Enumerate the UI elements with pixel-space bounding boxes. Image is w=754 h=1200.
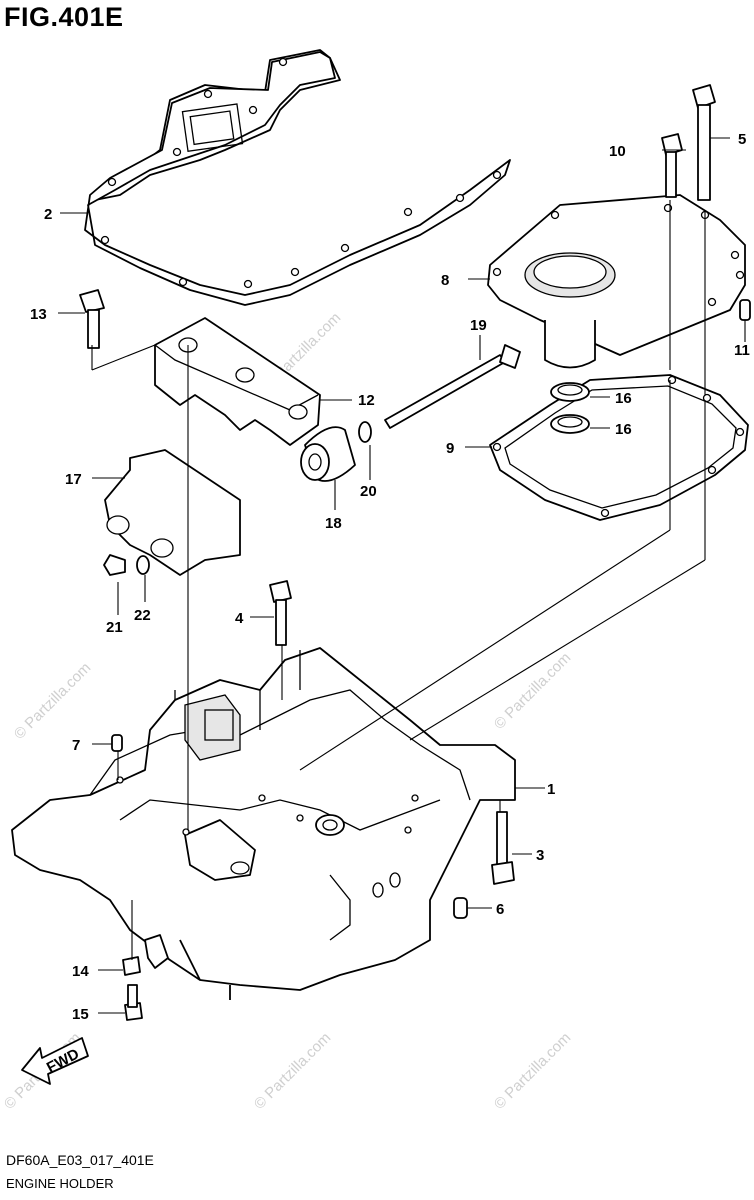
callout-7: 7 [72, 737, 80, 754]
callout-numbers: 1 2 3 4 5 6 7 8 9 10 11 12 13 14 15 16 1… [30, 131, 750, 1023]
callout-10: 10 [609, 143, 626, 160]
callout-9: 9 [446, 440, 454, 457]
lower-gasket [489, 374, 749, 521]
callout-3: 3 [536, 847, 544, 864]
diagram-code: DF60A_E03_017_401E [6, 1152, 154, 1168]
engine-holder-body [11, 647, 516, 1000]
callout-11: 11 [734, 342, 750, 359]
callout-13: 13 [30, 306, 47, 323]
callout-22: 22 [134, 607, 151, 624]
leader-lines [58, 137, 746, 1014]
watermark: © Partzilla.com [491, 1029, 574, 1112]
bolt-13 [79, 289, 105, 349]
watermark: © Partzilla.com [11, 659, 94, 742]
callout-16-lower: 16 [615, 421, 632, 438]
callout-4: 4 [235, 610, 244, 627]
dowel-pin-6 [453, 897, 468, 919]
callout-1: 1 [547, 781, 555, 798]
bushing-and-bolt [300, 344, 521, 482]
callout-5: 5 [738, 131, 746, 148]
callout-8: 8 [441, 272, 449, 289]
watermark: © Partzilla.com [491, 649, 574, 732]
bolt-4 [269, 580, 292, 646]
mount-bracket-17 [103, 449, 241, 576]
callout-16-upper: 16 [615, 390, 632, 407]
watermark: © Partzilla.com [251, 1029, 334, 1112]
bolts-lower-left [122, 934, 169, 1021]
callout-14: 14 [72, 963, 89, 980]
callout-12: 12 [358, 392, 375, 409]
bolt-3 [491, 811, 515, 885]
seal-rings [550, 382, 590, 434]
diagram-name: ENGINE HOLDER [6, 1176, 114, 1191]
callout-2: 2 [44, 206, 52, 223]
callout-19: 19 [470, 317, 487, 334]
callout-20: 20 [360, 483, 377, 500]
callout-15: 15 [72, 1006, 89, 1023]
callout-17: 17 [65, 471, 82, 488]
figure-title: FIG.401E [4, 2, 124, 32]
callout-18: 18 [325, 515, 342, 532]
mount-bracket [154, 317, 321, 446]
dowel-pin-7 [111, 734, 123, 752]
top-gasket [84, 49, 511, 306]
cover-plate [487, 194, 746, 369]
callout-6: 6 [496, 901, 504, 918]
callout-21: 21 [106, 619, 123, 636]
